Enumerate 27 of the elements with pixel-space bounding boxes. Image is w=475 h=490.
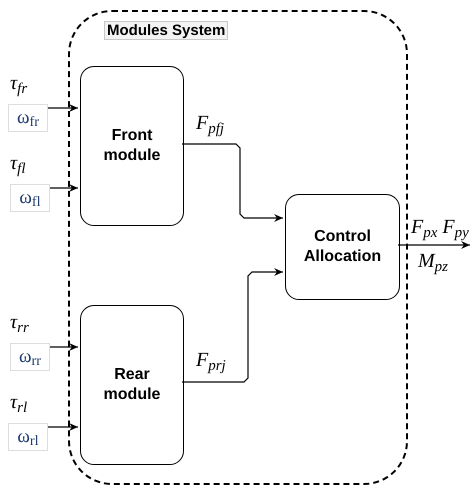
edge-label: F$_{px}$ F$_{py}$ (411, 216, 469, 238)
edge-label: τ$_{fr}$ (10, 72, 28, 94)
arrow (48, 104, 78, 112)
process-box (80, 305, 184, 465)
arrow (182, 268, 283, 383)
box-label: Control Allocation (302, 227, 382, 267)
edge-label: F$_{pfj}$ (196, 112, 224, 134)
output-label: M$_{pz}$ (418, 250, 448, 272)
edge-label: τ$_{fl}$ (10, 152, 26, 174)
signal-box: ω$_{fr}$ (8, 104, 48, 132)
box-label: Rear module (102, 365, 162, 405)
signal-box: ω$_{fl}$ (10, 184, 50, 212)
process-box (285, 194, 400, 300)
edge-label: τ$_{rr}$ (10, 311, 29, 333)
arrow (398, 241, 470, 249)
arrow (50, 343, 78, 351)
edge-label: F$_{prj}$ (196, 349, 226, 371)
box-label: Front module (102, 126, 162, 166)
signal-box: ω$_{rl}$ (8, 423, 48, 451)
dashed-group-boundary (68, 10, 408, 485)
edge-label: τ$_{rl}$ (10, 391, 28, 413)
arrow (50, 184, 78, 192)
process-box (80, 66, 184, 226)
signal-box: ω$_{rr}$ (10, 343, 50, 371)
arrow (182, 143, 283, 222)
arrow (48, 423, 78, 431)
group-title: Modules System (104, 21, 228, 40)
